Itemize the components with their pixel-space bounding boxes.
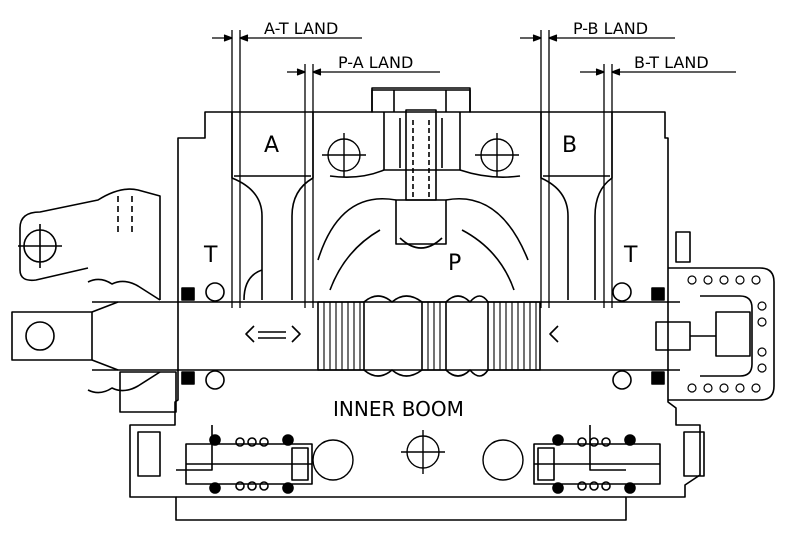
a-t-land-label: A-T LAND [264,19,338,38]
port-p-label: P [448,251,461,276]
text-labels: A-T LAND P-A LAND P-B LAND B-T LAND A B … [203,19,709,421]
port-a-cavity [231,112,314,301]
p-a-land-label: P-A LAND [338,53,413,72]
port-b-label: B [562,133,577,158]
b-t-land-label: B-T LAND [634,53,709,72]
port-t-right-label: T [623,243,638,268]
top-plug [371,89,471,249]
spool [92,282,680,390]
port-t-left-label: T [203,243,218,268]
p-b-land-label: P-B LAND [573,19,648,38]
section-name-label: INNER BOOM [333,397,464,421]
mounting-holes [312,133,524,481]
left-linkage [11,188,177,413]
port-a-label: A [264,133,279,158]
lower-right-check-valve [533,434,661,494]
right-detent-housing [655,231,775,401]
pressure-passage [317,169,529,291]
port-b-cavity [540,112,613,300]
detent-balls [687,275,767,393]
valve-body [129,87,705,521]
lower-left-check-valve [185,434,313,494]
